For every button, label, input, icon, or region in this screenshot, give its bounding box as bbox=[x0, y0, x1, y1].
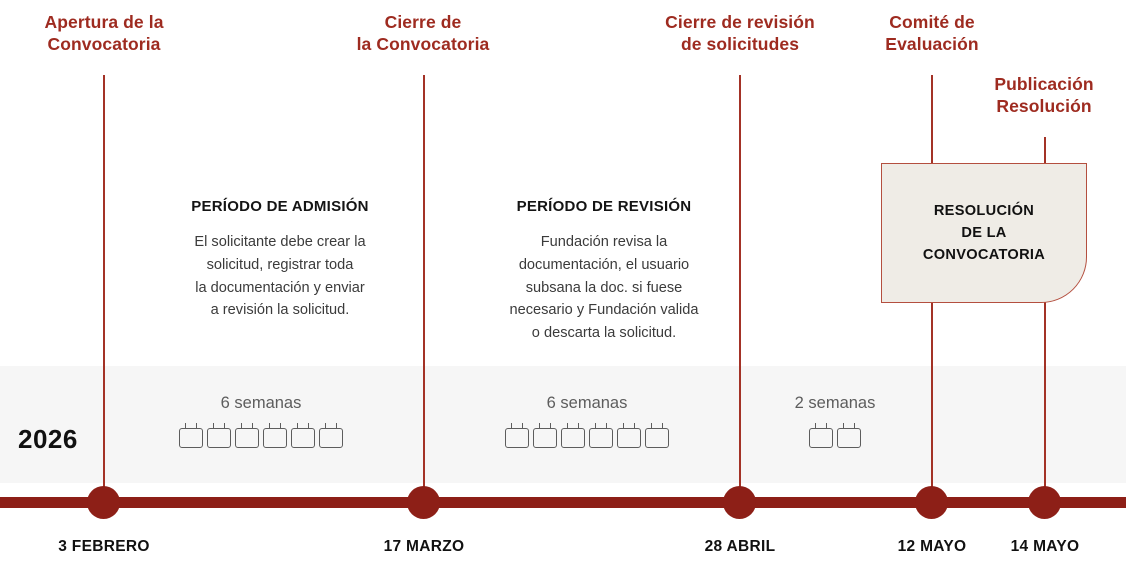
duration-label-2: 6 semanas bbox=[546, 394, 628, 412]
calendar-icon bbox=[206, 422, 233, 448]
calendar-icon bbox=[560, 422, 587, 448]
calendar-icon bbox=[290, 422, 317, 448]
period-review-title: PERÍODO DE REVISIÓN bbox=[516, 198, 692, 215]
period-review: PERÍODO DE REVISIÓN Fundación revisa la … bbox=[457, 198, 751, 345]
milestone-dot-5 bbox=[1028, 486, 1061, 519]
calendar-row-3 bbox=[760, 422, 910, 448]
calendar-icon bbox=[836, 422, 863, 448]
date-label-3: 28 ABRIL bbox=[704, 538, 776, 555]
calendar-row-2 bbox=[456, 422, 718, 448]
calendar-icon bbox=[808, 422, 835, 448]
duration-label-3: 2 semanas bbox=[794, 394, 876, 412]
date-label-1: 3 FEBRERO bbox=[58, 538, 150, 555]
milestone-label-3: Cierre de revisión de solicitudes bbox=[665, 12, 815, 55]
period-review-body: Fundación revisa la documentación, el us… bbox=[509, 234, 699, 342]
milestone-label-4: Comité de Evaluación bbox=[885, 12, 979, 55]
calendar-icon bbox=[532, 422, 559, 448]
period-admission-body: El solicitante debe crear la solicitud, … bbox=[194, 234, 366, 319]
period-admission-title: PERÍODO DE ADMISIÓN bbox=[191, 198, 369, 215]
milestone-dot-1 bbox=[87, 486, 120, 519]
milestone-dot-2 bbox=[407, 486, 440, 519]
duration-label-1: 6 semanas bbox=[220, 394, 302, 412]
calendar-icon bbox=[178, 422, 205, 448]
calendar-icon bbox=[644, 422, 671, 448]
milestone-line-2 bbox=[423, 75, 425, 497]
duration-band bbox=[0, 366, 1126, 483]
milestone-line-3 bbox=[739, 75, 741, 497]
calendar-icon bbox=[504, 422, 531, 448]
year-label: 2026 bbox=[18, 424, 78, 454]
calendar-icon bbox=[616, 422, 643, 448]
date-label-2: 17 MARZO bbox=[383, 538, 465, 555]
period-admission: PERÍODO DE ADMISIÓN El solicitante debe … bbox=[133, 198, 427, 322]
calendar-icon bbox=[588, 422, 615, 448]
duration-group-3: 2 semanas bbox=[760, 394, 910, 448]
milestone-label-1: Apertura de la Convocatoria bbox=[44, 12, 164, 55]
date-label-4: 12 MAYO bbox=[897, 538, 967, 555]
calendar-icon bbox=[234, 422, 261, 448]
milestone-dot-3 bbox=[723, 486, 756, 519]
resolution-box-text: RESOLUCIÓN DE LA CONVOCATORIA bbox=[922, 202, 1046, 264]
date-label-5: 14 MAYO bbox=[1010, 538, 1080, 555]
milestone-label-2: Cierre de la Convocatoria bbox=[356, 12, 490, 55]
milestone-label-5: Publicación Resolución bbox=[994, 74, 1094, 117]
duration-group-1: 6 semanas bbox=[130, 394, 392, 448]
calendar-icon bbox=[262, 422, 289, 448]
milestone-line-5 bbox=[1044, 137, 1046, 497]
resolution-box: RESOLUCIÓN DE LA CONVOCATORIA bbox=[881, 163, 1087, 303]
calendar-row-1 bbox=[130, 422, 392, 448]
calendar-icon bbox=[318, 422, 345, 448]
timeline-axis bbox=[0, 497, 1126, 508]
milestone-dot-4 bbox=[915, 486, 948, 519]
duration-group-2: 6 semanas bbox=[456, 394, 718, 448]
milestone-line-1 bbox=[103, 75, 105, 497]
